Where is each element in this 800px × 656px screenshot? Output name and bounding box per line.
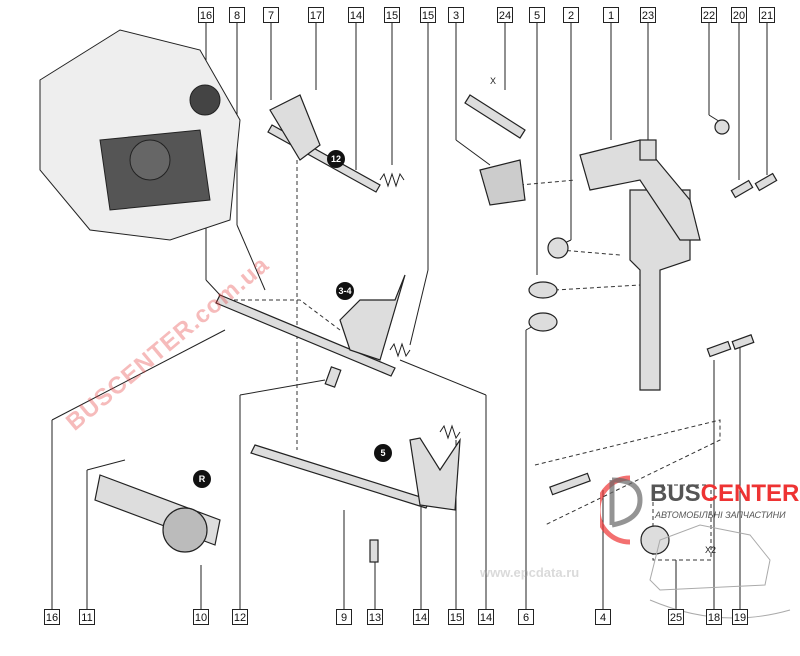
reverse-gear bbox=[162, 507, 208, 553]
callout-1: 1 bbox=[603, 7, 619, 23]
callout-2: 2 bbox=[563, 7, 579, 23]
callout-20: 20 bbox=[731, 7, 747, 23]
pin-19 bbox=[731, 334, 755, 350]
leader-lines bbox=[51, 23, 768, 609]
callout-17: 17 bbox=[308, 7, 324, 23]
shift-fork-5 bbox=[409, 437, 461, 511]
screw-22 bbox=[714, 119, 730, 135]
pin-13 bbox=[369, 539, 379, 563]
watermark-site: www.epcdata.ru bbox=[480, 565, 580, 580]
callout-15: 15 bbox=[384, 7, 400, 23]
callout-25: 25 bbox=[668, 609, 684, 625]
callout-23: 23 bbox=[640, 7, 656, 23]
callout-21: 21 bbox=[759, 7, 775, 23]
logo-mark bbox=[600, 475, 643, 545]
logo-center: CENTER bbox=[700, 480, 800, 507]
callout-14: 14 bbox=[413, 609, 429, 625]
gearbox-housing bbox=[39, 29, 241, 241]
callout-8: 8 bbox=[229, 7, 245, 23]
shift-rods bbox=[94, 94, 778, 563]
logo-tagline: АВТОМОБІЛЬНІ ЗАПЧАСТИНИ bbox=[655, 510, 786, 520]
callout-16: 16 bbox=[44, 609, 60, 625]
callout-10: 10 bbox=[193, 609, 209, 625]
ring-5 bbox=[528, 281, 558, 299]
bushing-2 bbox=[547, 237, 569, 259]
callout-11: 11 bbox=[79, 609, 95, 625]
callout-6: 6 bbox=[518, 609, 534, 625]
logo-bus: BUS bbox=[650, 480, 701, 507]
callout-5: 5 bbox=[529, 7, 545, 23]
shift-fork-34 bbox=[339, 274, 406, 361]
pin-12 bbox=[324, 366, 342, 388]
gear-label-34: 3-4 bbox=[336, 282, 354, 300]
shift-rod-34 bbox=[215, 294, 396, 377]
callout-15: 15 bbox=[420, 7, 436, 23]
pin-20 bbox=[730, 179, 754, 199]
callout-19: 19 bbox=[732, 609, 748, 625]
gear-label-5: 5 bbox=[374, 444, 392, 462]
callout-15: 15 bbox=[448, 609, 464, 625]
dimension-x-label: X bbox=[490, 76, 497, 86]
lever-end bbox=[479, 159, 526, 206]
shift-fork-12 bbox=[269, 94, 321, 161]
dashed-guides bbox=[220, 160, 721, 561]
callout-14: 14 bbox=[348, 7, 364, 23]
callout-4: 4 bbox=[595, 609, 611, 625]
buscenter-logo: BUSCENTER АВТОМОБІЛЬНІ ЗАПЧАСТИНИ bbox=[600, 470, 800, 545]
link-24 bbox=[464, 94, 526, 139]
callout-16: 16 bbox=[198, 7, 214, 23]
bushing-23 bbox=[639, 139, 657, 161]
ring-6 bbox=[528, 312, 558, 332]
pin-18 bbox=[706, 340, 732, 358]
callout-13: 13 bbox=[367, 609, 383, 625]
gear-label-12: 12 bbox=[327, 150, 345, 168]
callout-7: 7 bbox=[263, 7, 279, 23]
part-25 bbox=[640, 525, 670, 555]
shift-rod-5 bbox=[250, 444, 431, 509]
gear-label-r: R bbox=[193, 470, 211, 488]
van-outline bbox=[649, 524, 791, 619]
callout-9: 9 bbox=[336, 609, 352, 625]
callout-3: 3 bbox=[448, 7, 464, 23]
callout-22: 22 bbox=[701, 7, 717, 23]
callout-14: 14 bbox=[478, 609, 494, 625]
quantity-label: X2 bbox=[705, 545, 717, 555]
pin-21 bbox=[754, 172, 778, 192]
callout-24: 24 bbox=[497, 7, 513, 23]
callout-12: 12 bbox=[232, 609, 248, 625]
springs bbox=[379, 172, 461, 440]
callout-18: 18 bbox=[706, 609, 722, 625]
bolt-4 bbox=[549, 472, 591, 496]
logo-text: BUSCENTER bbox=[650, 480, 799, 508]
